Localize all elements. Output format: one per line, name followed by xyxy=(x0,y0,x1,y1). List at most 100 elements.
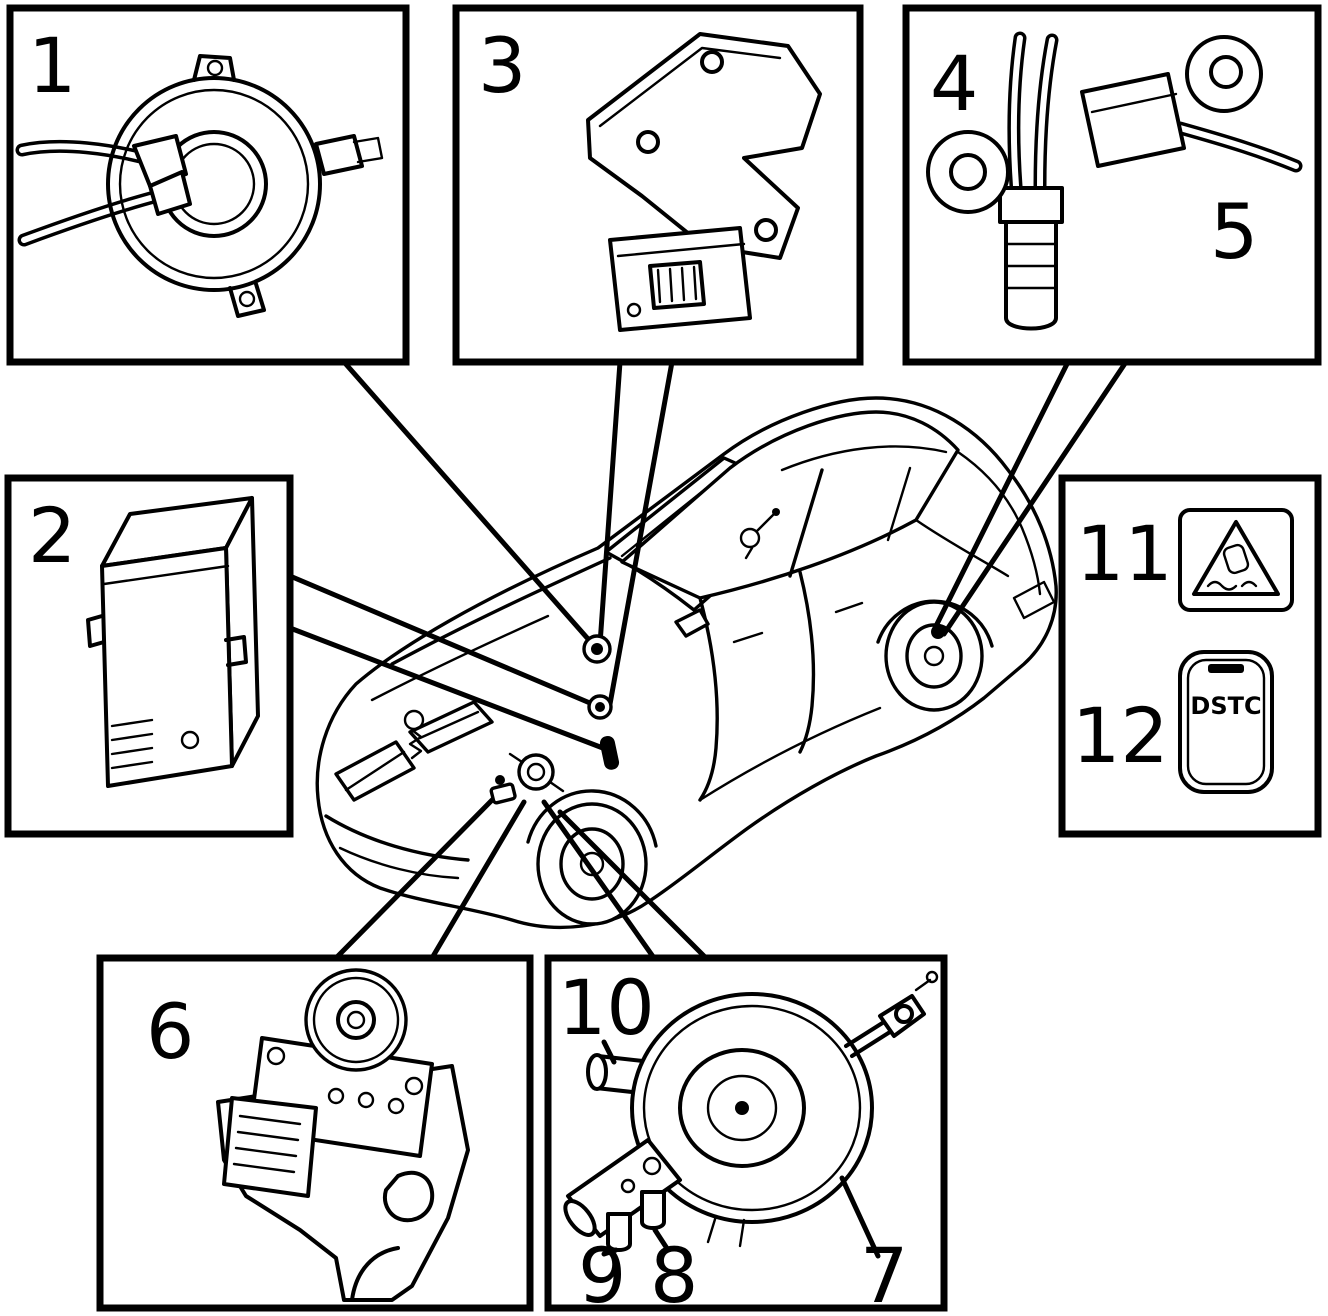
bracket-sensor xyxy=(586,32,822,332)
warning-skid-marks xyxy=(1206,580,1258,591)
booster-front-inner xyxy=(706,1074,778,1142)
anchor-arms xyxy=(744,513,775,560)
panel-7-8-9-10: 10 9 8 7 xyxy=(544,954,948,1316)
wire-lower-core xyxy=(21,193,161,243)
block-port-3 xyxy=(387,1097,405,1115)
callout-4: 4 xyxy=(930,39,978,128)
leader-lines xyxy=(287,359,1129,961)
callout-7: 7 xyxy=(860,1231,908,1316)
warning-car-glyph xyxy=(1222,543,1250,575)
car-hood-line-1 xyxy=(390,556,612,666)
dstc-switch: DSTC xyxy=(1178,650,1274,794)
steering-angle-sensor xyxy=(15,54,384,318)
component-location-markers xyxy=(403,508,945,805)
anchor-bolt xyxy=(772,508,780,516)
sensor5-ring-hole xyxy=(1209,55,1243,89)
connector-pins-hatch xyxy=(232,1114,302,1174)
callout-12: 12 xyxy=(1072,691,1169,780)
leader-9 xyxy=(601,1247,619,1257)
sensor-coiled-wire xyxy=(408,728,423,760)
car-mirror xyxy=(674,608,710,638)
upper-anchor-glyph xyxy=(739,508,780,560)
mc-sensor-8 xyxy=(640,1190,666,1230)
leader-box3-to-car-b xyxy=(607,359,675,707)
unit-dot xyxy=(495,775,505,785)
module-connector-hatch xyxy=(110,718,154,770)
module-bolt xyxy=(180,730,200,750)
callout-3: 3 xyxy=(478,21,526,110)
master-cylinder-cap xyxy=(563,1199,597,1237)
car-roof-crease xyxy=(780,445,948,472)
bracket-slot xyxy=(383,1170,435,1223)
marker-rear-wheel-sensor xyxy=(931,625,945,639)
pushrod xyxy=(844,1020,892,1058)
block-port-2 xyxy=(357,1091,375,1109)
car-front-wheel xyxy=(536,802,648,926)
car-grille-bar xyxy=(344,750,406,792)
leader-box3-to-car-a xyxy=(597,359,623,647)
vehicle-illustration xyxy=(315,396,1058,929)
car-rear-door-seam xyxy=(798,570,816,754)
car-rear-wheel xyxy=(884,600,984,712)
callout-2: 2 xyxy=(28,491,76,580)
connector-right-tip xyxy=(352,136,384,164)
dstc-switch-inner xyxy=(1186,658,1266,786)
car-side-glass xyxy=(620,410,960,600)
warning-tile xyxy=(1178,508,1294,612)
abs-hydraulic-unit xyxy=(216,968,470,1302)
dstc-switch-label: DSTC xyxy=(1190,692,1261,720)
car-door-handle-rear xyxy=(834,601,864,614)
unit-block xyxy=(489,782,517,805)
ear-bottom-hole xyxy=(238,290,256,308)
pump-motor-center xyxy=(336,1000,376,1040)
car-front-wheel-arch xyxy=(526,789,658,848)
leader-8 xyxy=(652,1227,671,1253)
panel-4-5: 4 5 xyxy=(902,4,1322,366)
connector-right xyxy=(314,134,364,176)
booster-rods xyxy=(508,752,565,793)
dstc-switch-outer xyxy=(1178,650,1274,794)
sensor-connector xyxy=(648,260,706,310)
unit-connector xyxy=(222,1096,318,1198)
brake-booster-assembly xyxy=(563,970,939,1259)
car-rear-pillar xyxy=(956,450,1042,596)
sensor-connector-pins xyxy=(656,265,698,304)
vacuum-fitting-cap xyxy=(586,1053,608,1091)
car-c-pillar-glassline xyxy=(886,466,912,542)
car-b-pillar xyxy=(788,468,824,578)
leader-box45-to-car-b xyxy=(941,359,1129,637)
car-hood-line-2 xyxy=(370,614,550,702)
booster-center xyxy=(735,1101,749,1115)
module-lid-seam xyxy=(102,564,230,586)
hub-connector-a xyxy=(132,134,188,188)
leader-box6-to-car-a xyxy=(333,789,503,961)
anchor-ring xyxy=(739,527,761,549)
sensor4-ring-hole xyxy=(949,153,987,191)
car-door-handle-front xyxy=(732,631,764,644)
warning-triangle xyxy=(1192,520,1280,596)
marker-control-module-dot xyxy=(595,702,605,712)
car-headlamp xyxy=(408,700,494,754)
panel-11-12: DSTC 11 12 xyxy=(1058,474,1322,838)
clevis-pin-head xyxy=(925,970,939,984)
wheel-speed-sensor-5 xyxy=(1080,35,1303,173)
bracket-plate-edge xyxy=(598,46,782,128)
dstc-indicator xyxy=(1208,664,1244,673)
leader-box6-to-car-b xyxy=(429,799,527,961)
car-bumper-line-1 xyxy=(324,814,470,862)
bracket-hole-1 xyxy=(700,50,724,74)
leader-box2-to-car-a xyxy=(287,573,600,709)
marker-bracket-sensor xyxy=(599,736,620,770)
leader-box1-to-car xyxy=(341,359,599,651)
sensor4-wire2-core xyxy=(1037,37,1055,189)
hydraulic-unit-location-glyph xyxy=(489,775,517,805)
front-wheel-sensor-glyph xyxy=(403,709,425,760)
bracket-hole-3 xyxy=(754,218,778,242)
callout-6: 6 xyxy=(146,987,194,1076)
master-cylinder xyxy=(566,1138,682,1238)
unit-bolt-1 xyxy=(266,1046,286,1066)
block-port-1 xyxy=(327,1087,345,1105)
sensor5-body xyxy=(1080,72,1186,168)
sensor-ring xyxy=(403,709,425,731)
